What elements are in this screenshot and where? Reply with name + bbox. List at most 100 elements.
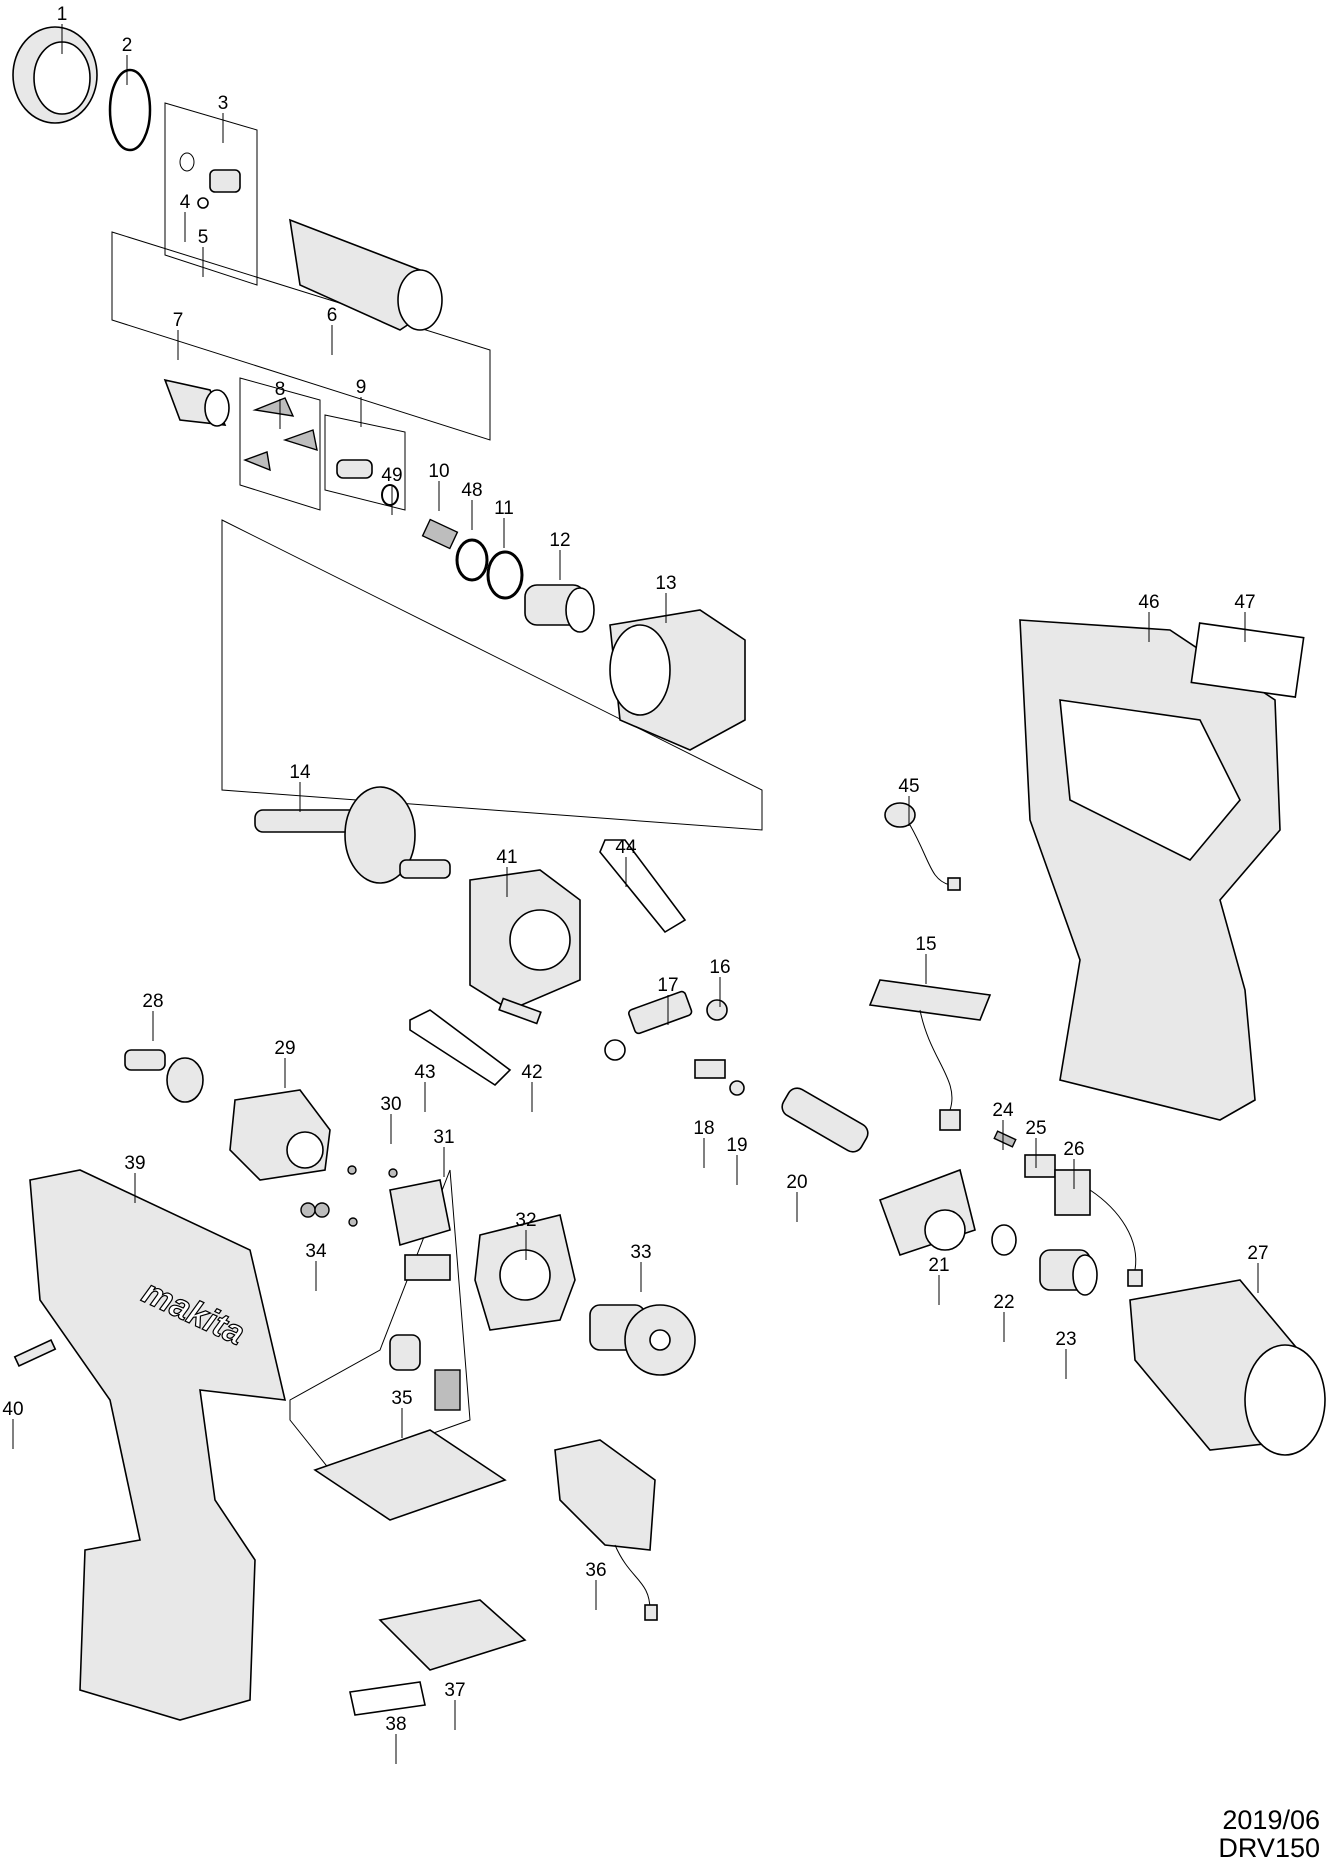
part-number-label: 5 bbox=[198, 227, 209, 248]
part-8-balls bbox=[243, 397, 318, 472]
part-number-label: 42 bbox=[521, 1062, 542, 1083]
part-12-anvil bbox=[524, 584, 595, 633]
part-46-housing-right bbox=[1019, 619, 1281, 1121]
parts: makita bbox=[12, 26, 1326, 1721]
part-number-label: 47 bbox=[1234, 592, 1255, 613]
part-number-label: 28 bbox=[142, 991, 163, 1012]
part-38-label bbox=[349, 1681, 426, 1716]
part-36-switch-unit bbox=[554, 1439, 658, 1621]
frame-controller-group bbox=[289, 1169, 471, 1471]
part-31-sensor-plate bbox=[389, 1179, 451, 1281]
part-21-bracket bbox=[878, 1168, 976, 1257]
part-number-label: 1 bbox=[57, 4, 68, 25]
part-number-label: 19 bbox=[726, 1135, 747, 1156]
model-number: DRV150 bbox=[1218, 1833, 1320, 1863]
part-number-label: 7 bbox=[173, 310, 184, 331]
part-18-clip bbox=[694, 1059, 726, 1079]
part-44-plate bbox=[599, 839, 687, 934]
part-10-spring bbox=[421, 518, 459, 550]
part-number-label: 27 bbox=[1247, 1243, 1268, 1264]
part-7-sleeve bbox=[163, 378, 230, 427]
part-42-screw bbox=[498, 997, 542, 1025]
part-number-label: 15 bbox=[915, 934, 936, 955]
part-40-screw bbox=[13, 1338, 57, 1368]
part-2-oring bbox=[108, 68, 152, 152]
part-37-terminal bbox=[378, 1599, 527, 1671]
part-34-terminal bbox=[300, 1202, 330, 1218]
part-number-label: 30 bbox=[380, 1094, 401, 1115]
part-number-label: 14 bbox=[289, 762, 311, 783]
part-number-label: 17 bbox=[657, 975, 678, 996]
part-number-label: 6 bbox=[327, 305, 338, 326]
part-number-label: 49 bbox=[381, 465, 402, 486]
part-number-label: 16 bbox=[709, 957, 730, 978]
part-number-label: 43 bbox=[414, 1062, 435, 1083]
part-controller bbox=[313, 1429, 507, 1521]
part-15-sensor-board bbox=[868, 979, 992, 1131]
part-number-label: 44 bbox=[615, 837, 637, 858]
part-number-label: 11 bbox=[494, 498, 514, 519]
assembly-frames bbox=[111, 102, 763, 1471]
footer: 2019/06 DRV150 bbox=[1218, 1806, 1320, 1862]
part-number-label: 37 bbox=[444, 1680, 465, 1701]
part-30-screws bbox=[347, 1165, 398, 1227]
part-number-label: 8 bbox=[275, 379, 286, 400]
part-9-pin bbox=[336, 459, 399, 506]
part-43-plate bbox=[409, 1009, 512, 1087]
part-number-label: 46 bbox=[1138, 592, 1159, 613]
frame-part-3 bbox=[164, 102, 258, 286]
part-number-label: 10 bbox=[428, 461, 449, 482]
part-number-label: 38 bbox=[385, 1714, 406, 1735]
part-number-label: 35 bbox=[391, 1388, 412, 1409]
part-41-gear-housing bbox=[469, 869, 581, 1011]
part-number-label: 9 bbox=[356, 377, 367, 398]
part-number-label: 29 bbox=[274, 1038, 295, 1059]
part-26-switch bbox=[1054, 1169, 1143, 1287]
part-17-switch-lever bbox=[604, 990, 693, 1061]
part-number-label: 25 bbox=[1025, 1118, 1046, 1139]
part-28-rotor-shaft bbox=[124, 1049, 204, 1103]
frame-part-8 bbox=[239, 377, 321, 511]
part-number-label: 31 bbox=[433, 1127, 454, 1148]
part-22-washer bbox=[991, 1224, 1017, 1256]
part-number-label: 23 bbox=[1055, 1329, 1076, 1350]
part-3-grease-nipple bbox=[179, 152, 241, 209]
part-29-motor-housing bbox=[229, 1089, 331, 1181]
part-number-label: 41 bbox=[496, 847, 517, 868]
part-number-label: 32 bbox=[515, 1210, 536, 1231]
part-23-holder bbox=[1039, 1249, 1098, 1296]
part-25-lever bbox=[1024, 1154, 1056, 1178]
part-number-label: 12 bbox=[549, 530, 570, 551]
part-32-stator bbox=[474, 1214, 576, 1331]
part-number-label: 18 bbox=[693, 1118, 714, 1139]
part-number-label: 33 bbox=[630, 1242, 651, 1263]
part-13-hammer-case bbox=[609, 609, 746, 751]
part-number-label: 3 bbox=[218, 93, 229, 114]
part-number-label: 34 bbox=[305, 1241, 327, 1262]
part-number-label: 22 bbox=[993, 1292, 1014, 1313]
part-20-shaft bbox=[781, 1087, 869, 1153]
part-47-label bbox=[1190, 622, 1305, 698]
part-number-label: 39 bbox=[124, 1153, 145, 1174]
part-24-spring bbox=[993, 1130, 1017, 1148]
part-16-nut bbox=[706, 999, 728, 1021]
part-14-spindle bbox=[254, 786, 451, 884]
revision-date: 2019/06 bbox=[1222, 1805, 1320, 1835]
part-number-label: 4 bbox=[180, 192, 191, 213]
frame-hammer-group bbox=[221, 519, 763, 831]
part-number-label: 20 bbox=[786, 1172, 807, 1193]
part-number-label: 2 bbox=[122, 35, 133, 56]
part-number-label: 36 bbox=[585, 1560, 606, 1581]
part-48-oring bbox=[455, 538, 489, 582]
part-33-rotor bbox=[589, 1304, 696, 1376]
part-19-screw bbox=[729, 1080, 745, 1096]
part-27-cover bbox=[1129, 1279, 1326, 1456]
part-number-label: 13 bbox=[655, 573, 676, 594]
part-45-led bbox=[884, 802, 961, 891]
part-6-sleeve bbox=[288, 218, 443, 331]
part-number-label: 24 bbox=[992, 1100, 1014, 1121]
frame-part-9 bbox=[324, 414, 406, 511]
part-number-label: 45 bbox=[898, 776, 919, 797]
